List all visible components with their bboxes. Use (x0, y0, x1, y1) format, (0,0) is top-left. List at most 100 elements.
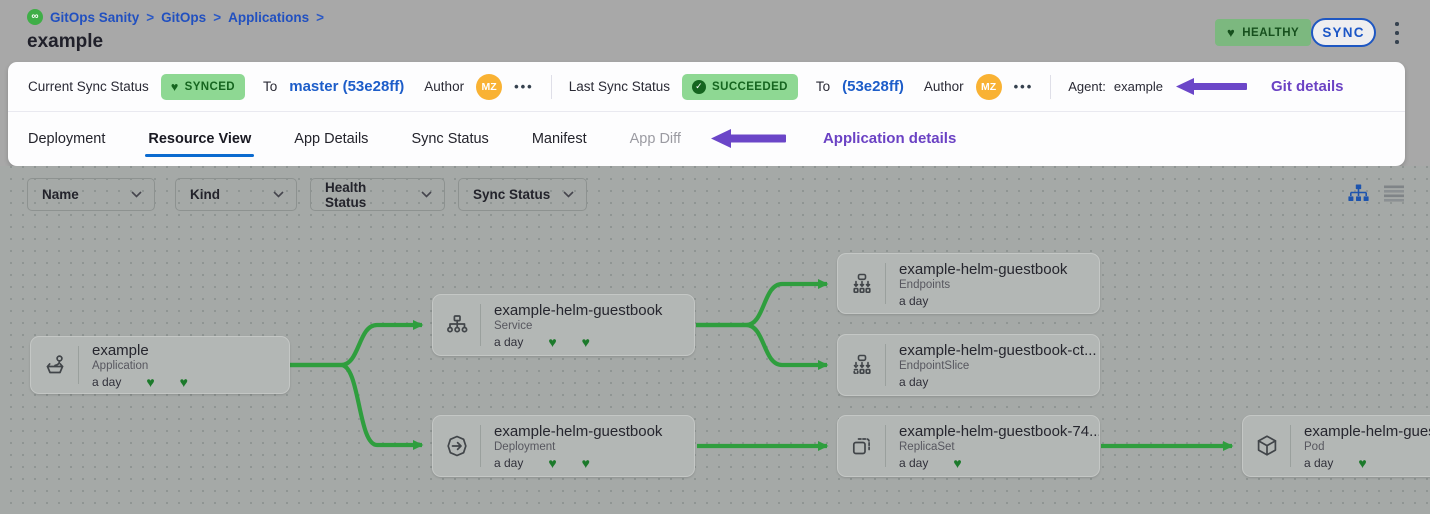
healthy-heart-icon: ♥ (146, 374, 155, 390)
healthy-heart-icon: ♥ (581, 334, 590, 350)
agent-label: Agent: (1068, 79, 1106, 94)
endpointslice-icon (838, 335, 885, 395)
synced-badge-label: SYNCED (184, 80, 235, 93)
succeeded-badge-label: SUCCEEDED (712, 80, 788, 93)
gitops-icon: ∞ (27, 9, 43, 25)
page-title: example (27, 31, 104, 52)
check-circle-icon: ✓ (692, 79, 707, 94)
node-endpointslice-example-helm-guestbook-ct[interactable]: example-helm-guestbook-ct... EndpointSli… (837, 334, 1100, 396)
node-kind: Deployment (494, 441, 556, 453)
filter-label: Kind (190, 187, 220, 202)
node-endpoints-example-helm-guestbook[interactable]: example-helm-guestbook Endpoints a day (837, 253, 1100, 314)
chevron-down-icon (421, 191, 432, 198)
current-revision-link[interactable]: master (53e28ff) (289, 78, 405, 95)
filter-label: Sync Status (473, 187, 551, 202)
kind-filter-dropdown[interactable]: Kind (175, 178, 297, 211)
node-kind: Endpoints (899, 278, 951, 291)
node-title: example-helm-guestbook (899, 260, 1068, 278)
to-label: To (815, 79, 831, 94)
git-details-annotation: Git details (1271, 78, 1344, 95)
health-status-filter-dropdown[interactable]: Health Status (310, 178, 445, 211)
list-view-toggle[interactable] (1384, 185, 1406, 205)
node-kind: Service (494, 320, 533, 332)
pod-icon (1243, 416, 1290, 476)
more-options-icon[interactable]: ••• (514, 79, 534, 94)
node-title: example-helm-guest (1304, 423, 1430, 440)
to-label: To (262, 79, 278, 94)
node-age: a day (92, 375, 122, 389)
healthy-heart-icon: ♥ (179, 374, 188, 390)
application-icon (31, 337, 78, 393)
breadcrumb-link-applications[interactable]: Applications (228, 9, 310, 25)
list-view-icon (1384, 185, 1404, 202)
tab-app-details[interactable]: App Details (294, 130, 369, 147)
application-details-annotation: Application details (822, 130, 957, 147)
chevron-down-icon (131, 191, 142, 198)
more-options-kebab-icon[interactable] (1391, 22, 1403, 44)
page-header: ∞ GitOps Sanity > GitOps > Applications … (0, 0, 1430, 62)
agent-info: Agent: example (1068, 79, 1163, 94)
more-options-icon[interactable]: ••• (1013, 79, 1034, 94)
replicaset-icon (838, 416, 885, 476)
node-kind: Pod (1304, 441, 1325, 453)
node-title: example-helm-guestbook (494, 423, 663, 440)
filter-label: Health Status (325, 179, 367, 210)
node-replicaset-example-helm-guestbook-74[interactable]: example-helm-guestbook-74... ReplicaSet … (837, 415, 1100, 477)
node-kind: Application (92, 360, 149, 372)
healthy-heart-icon: ♥ (548, 455, 557, 471)
healthy-heart-icon: ♥ (1358, 455, 1367, 471)
node-age: a day (899, 456, 929, 470)
node-title: example-helm-guestbook (494, 302, 663, 319)
last-revision-link[interactable]: (53e28ff) (842, 78, 904, 95)
chevron-down-icon (273, 191, 284, 198)
filter-label: Name (42, 187, 79, 202)
divider (1050, 74, 1052, 99)
heart-icon: ♥ (1227, 25, 1236, 40)
node-title: example (92, 342, 149, 359)
tree-view-toggle[interactable] (1348, 184, 1370, 204)
healthy-heart-icon: ♥ (581, 455, 590, 471)
node-pod-example-helm-guest[interactable]: example-helm-guest Pod a day ♥ (1242, 415, 1430, 477)
chevron-down-icon (563, 191, 574, 198)
node-service-example-helm-guestbook[interactable]: example-helm-guestbook Service a day♥♥ (432, 294, 695, 356)
synced-badge: ♥ SYNCED (160, 73, 245, 100)
divider (550, 74, 552, 99)
node-kind: ReplicaSet (899, 441, 955, 453)
node-application-example[interactable]: example Application a day ♥ ♥ (30, 336, 290, 394)
breadcrumb-link-gitops-sanity[interactable]: GitOps Sanity (50, 9, 140, 25)
breadcrumb-separator: > (213, 9, 222, 25)
health-status-badge: ♥ HEALTHY (1215, 19, 1312, 46)
service-icon (433, 295, 480, 355)
tree-view-icon (1348, 184, 1369, 201)
node-kind: EndpointSlice (899, 360, 970, 372)
sync-button[interactable]: SYNC (1311, 18, 1376, 47)
health-badge-label: HEALTHY (1242, 26, 1300, 39)
author-avatar: MZ (975, 73, 1002, 100)
breadcrumb-link-gitops[interactable]: GitOps (161, 9, 207, 25)
purple-arrow-left-icon (1176, 78, 1247, 95)
node-deployment-example-helm-guestbook[interactable]: example-helm-guestbook Deployment a day ♥… (432, 415, 695, 477)
node-age: a day (1304, 456, 1334, 470)
tab-manifest[interactable]: Manifest (531, 130, 587, 147)
tab-resource-view[interactable]: Resource View (145, 112, 255, 165)
tab-sync-status[interactable]: Sync Status (411, 130, 489, 147)
name-filter-dropdown[interactable]: Name (27, 178, 155, 211)
healthy-heart-icon: ♥ (548, 334, 557, 350)
node-title: example-helm-guestbook-ct... (899, 342, 1097, 359)
agent-value: example (1113, 79, 1163, 94)
tab-deployment[interactable]: Deployment (28, 130, 106, 147)
breadcrumb-separator: > (146, 9, 155, 25)
current-sync-status-label: Current Sync Status (28, 79, 149, 94)
author-label: Author (923, 79, 964, 94)
healthy-heart-icon: ♥ (953, 455, 962, 471)
node-age: a day (494, 456, 524, 470)
breadcrumb-separator: > (316, 9, 324, 25)
succeeded-badge: ✓ SUCCEEDED (682, 73, 798, 100)
sync-status-filter-dropdown[interactable]: Sync Status (458, 178, 587, 211)
author-label: Author (424, 79, 465, 94)
node-age: a day (899, 293, 929, 308)
purple-arrow-left-icon (710, 129, 786, 148)
tab-app-diff[interactable]: App Diff (629, 130, 681, 147)
deployment-icon (433, 416, 480, 476)
breadcrumb: ∞ GitOps Sanity > GitOps > Applications … (27, 9, 324, 25)
